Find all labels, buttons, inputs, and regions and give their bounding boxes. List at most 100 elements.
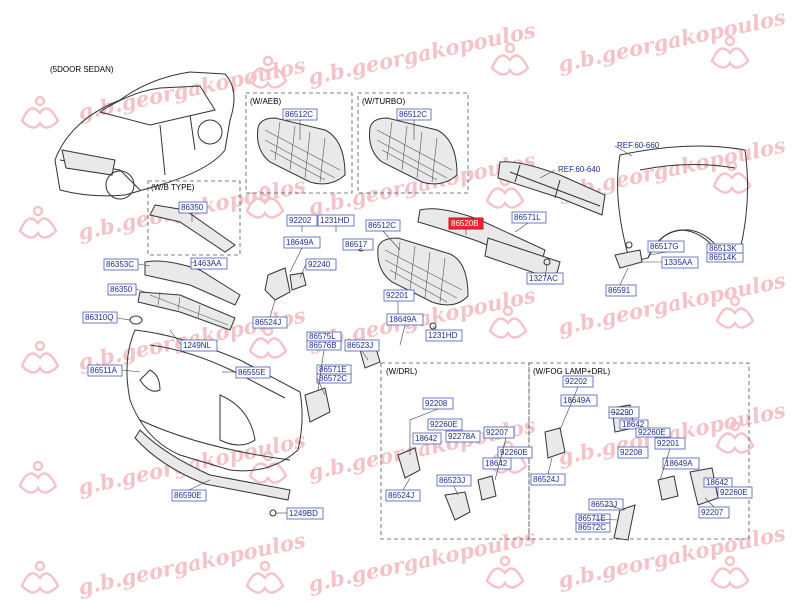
part-label[interactable]: 92207	[698, 506, 730, 519]
svg-text:86572C: 86572C	[578, 523, 606, 532]
svg-text:1327AC: 1327AC	[529, 274, 558, 283]
svg-text:18649A: 18649A	[665, 459, 693, 468]
svg-text:86513K: 86513K	[709, 244, 737, 253]
svg-text:86571E: 86571E	[319, 365, 347, 374]
frame-aeb	[245, 92, 353, 194]
watermark-logo-icon	[20, 95, 60, 129]
part-label[interactable]: 92278A	[445, 430, 481, 443]
part-label[interactable]: 1231HD	[425, 329, 463, 342]
part-label[interactable]: 86524J	[252, 316, 288, 329]
lower-grille-illustration	[137, 291, 236, 331]
part-label[interactable]: 92201	[654, 437, 686, 450]
ref-leaders	[539, 145, 633, 179]
part-label[interactable]: 86310Q	[82, 311, 118, 324]
part-label[interactable]: 86523J	[344, 339, 380, 352]
emblem-illustration	[129, 315, 143, 325]
part-label[interactable]: 92202	[286, 214, 318, 227]
part-label[interactable]: 86514K	[706, 252, 744, 263]
caption-btype: (W/B TYPE)	[151, 183, 195, 192]
part-label[interactable]: 86572C	[575, 522, 611, 533]
part-label[interactable]: 18649A	[283, 236, 321, 249]
svg-text:92201: 92201	[386, 291, 409, 300]
part-label[interactable]: 86576B	[306, 340, 342, 351]
part-label[interactable]: 18642	[412, 432, 442, 445]
ref-60-660: REF.60-660	[617, 141, 660, 150]
part-label[interactable]: 86523J	[588, 498, 624, 511]
svg-text:18642: 18642	[485, 459, 508, 468]
part-label[interactable]: 86555E	[235, 366, 271, 379]
part-label[interactable]: 86591	[605, 284, 637, 297]
part-label[interactable]: 92290	[608, 406, 640, 419]
part-label[interactable]: 92240	[305, 258, 337, 271]
part-label[interactable]: 86524J	[385, 489, 421, 502]
svg-text:86523J: 86523J	[591, 500, 617, 509]
svg-text:1249BD: 1249BD	[289, 509, 318, 518]
part-label[interactable]: 86523J	[436, 474, 472, 487]
svg-text:92207: 92207	[701, 508, 724, 517]
part-label[interactable]: 86571E	[316, 364, 352, 375]
part-label[interactable]: 18642	[619, 419, 649, 430]
part-label-highlighted[interactable]: 86520B	[448, 217, 484, 230]
part-label[interactable]: 86571L	[511, 211, 547, 224]
part-label[interactable]: 1249BD	[286, 507, 324, 520]
part-label[interactable]: 86512C	[282, 108, 318, 121]
part-label[interactable]: 86350	[107, 283, 137, 296]
watermark-logo-icon	[248, 55, 288, 89]
grille-aeb-illustration	[257, 117, 346, 185]
watermark-logo-icon	[712, 160, 752, 194]
part-label[interactable]: 18649A	[386, 313, 424, 326]
svg-text:92278A: 92278A	[448, 432, 476, 441]
watermark-logo-icon	[20, 340, 60, 374]
part-label[interactable]: 86517	[342, 238, 374, 251]
part-label[interactable]: 18649A	[560, 394, 598, 407]
part-label[interactable]: 86512C	[365, 219, 401, 232]
part-label[interactable]: 92201	[383, 289, 415, 302]
svg-text:86575L: 86575L	[309, 332, 336, 341]
part-label[interactable]: 86575L	[306, 331, 342, 342]
part-label[interactable]: 92208	[617, 446, 649, 459]
part-label[interactable]: 92260E	[717, 486, 753, 499]
part-label[interactable]: 86513K	[706, 243, 744, 254]
part-label[interactable]: 18642	[482, 457, 512, 470]
part-label[interactable]: 86353C	[103, 258, 139, 271]
part-label[interactable]: 1231HD	[317, 214, 355, 227]
part-label[interactable]: 18642	[703, 477, 733, 488]
part-label[interactable]: 92260E	[427, 418, 463, 431]
fender-bracket-illustration	[614, 249, 643, 269]
part-labels: 86512C 86512C 86350 92202 1231HD 86512C …	[82, 108, 753, 533]
svg-text:86353C: 86353C	[106, 260, 134, 269]
grille-turbo-illustration	[369, 117, 458, 185]
watermark-text: g.b.georgakopoulos	[306, 17, 538, 90]
part-label[interactable]: 92208	[422, 397, 454, 410]
part-label[interactable]: 92202	[562, 375, 594, 388]
part-label[interactable]: 86571E	[575, 513, 611, 524]
svg-text:18649A: 18649A	[286, 238, 314, 247]
part-label[interactable]: 92260E	[497, 446, 533, 459]
svg-text:1231HD: 1231HD	[320, 216, 350, 225]
lower-grille-mesh	[149, 291, 229, 326]
svg-text:92208: 92208	[620, 448, 643, 457]
svg-text:86520B: 86520B	[451, 219, 479, 228]
part-label[interactable]: 18649A	[662, 457, 700, 470]
svg-text:86576B: 86576B	[309, 341, 337, 350]
part-label[interactable]: 1327AC	[526, 272, 564, 285]
svg-text:86571E: 86571E	[578, 514, 606, 523]
part-label[interactable]: 86524J	[530, 473, 566, 486]
part-label[interactable]: 92260E	[635, 427, 671, 438]
part-label[interactable]: 1335AA	[661, 256, 699, 269]
svg-text:86590E: 86590E	[174, 491, 202, 500]
svg-text:86523J: 86523J	[439, 476, 465, 485]
part-label[interactable]: 86511A	[87, 364, 123, 377]
part-label[interactable]: 92207	[483, 426, 515, 439]
part-label[interactable]: 86572C	[316, 373, 352, 384]
part-label[interactable]: 86590E	[171, 489, 207, 502]
part-label[interactable]: 86517G	[647, 240, 685, 253]
watermark-text: g.b.georgakopoulos	[556, 267, 788, 340]
part-label[interactable]: 1249NL	[180, 339, 218, 352]
watermark-logo-icon	[18, 205, 58, 239]
part-label[interactable]: 1463AA	[190, 257, 228, 270]
svg-text:86523J: 86523J	[347, 341, 373, 350]
part-label[interactable]: 86350	[178, 201, 208, 214]
part-label[interactable]: 86512C	[396, 108, 432, 121]
watermark-logo-icon	[245, 560, 285, 594]
